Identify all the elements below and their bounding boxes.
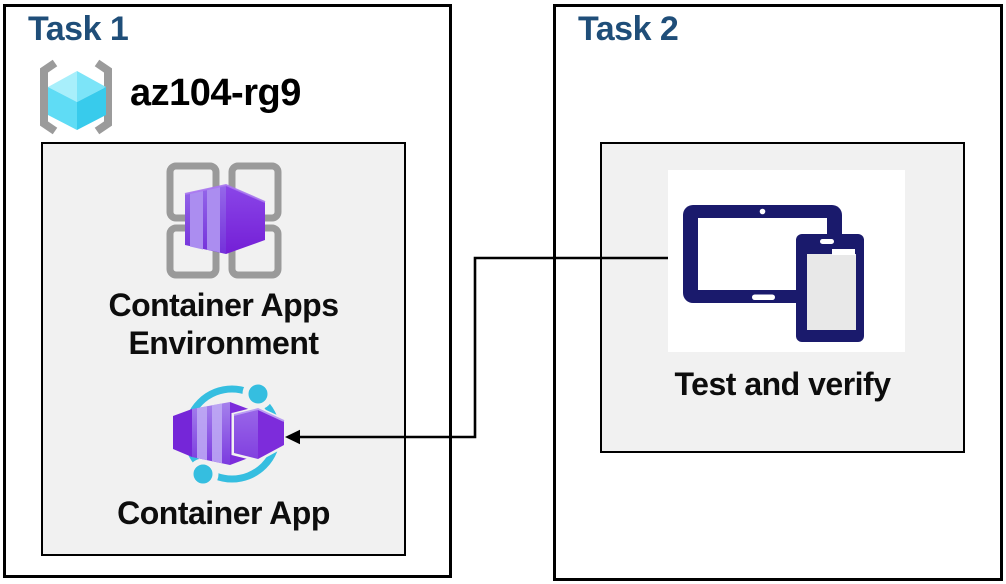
phone-speaker — [820, 239, 834, 244]
cube-top-left-face — [48, 71, 77, 102]
phone-screen-notch — [832, 249, 855, 255]
test-and-verify-label: Test and verify — [674, 366, 891, 402]
devices-icon-plate — [668, 170, 905, 352]
environment-label-line1: Container Apps — [108, 287, 339, 323]
container-apps-environment-icon — [166, 162, 282, 279]
container-app-label: Container App — [117, 495, 330, 531]
task1-title: Task 1 — [28, 10, 129, 48]
app-small-box-top-bevel — [233, 408, 285, 422]
bracket-left — [40, 59, 58, 135]
bracket-right — [94, 59, 112, 135]
env-box-stripe — [207, 186, 220, 253]
resource-group-name: az104-rg9 — [130, 72, 301, 114]
container-app-icon — [173, 378, 287, 490]
app-node-bottom — [187, 458, 219, 490]
environment-label: Container Apps Environment — [41, 286, 406, 363]
resource-group-icon — [40, 59, 112, 135]
cube-right-face — [77, 87, 106, 130]
app-box-stripe — [212, 403, 222, 464]
cube-left-face — [48, 87, 77, 130]
devices-icon — [683, 205, 864, 342]
environment-label-line2: Environment — [128, 325, 319, 362]
env-box-stripe — [190, 190, 203, 250]
tablet-camera — [759, 208, 766, 215]
app-small-box-front-face — [234, 409, 258, 459]
task2-title: Task 2 — [578, 10, 679, 48]
app-box-stripe — [197, 406, 207, 461]
env-box-right-face — [226, 185, 265, 254]
phone-screen — [807, 254, 856, 330]
app-small-box-right-face — [258, 409, 284, 459]
cube-top-right-face — [77, 71, 106, 102]
app-node-top — [242, 378, 274, 410]
tablet-home-bar — [752, 294, 775, 300]
app-box-left-face — [173, 409, 192, 457]
env-box-top-bevel — [184, 183, 266, 203]
